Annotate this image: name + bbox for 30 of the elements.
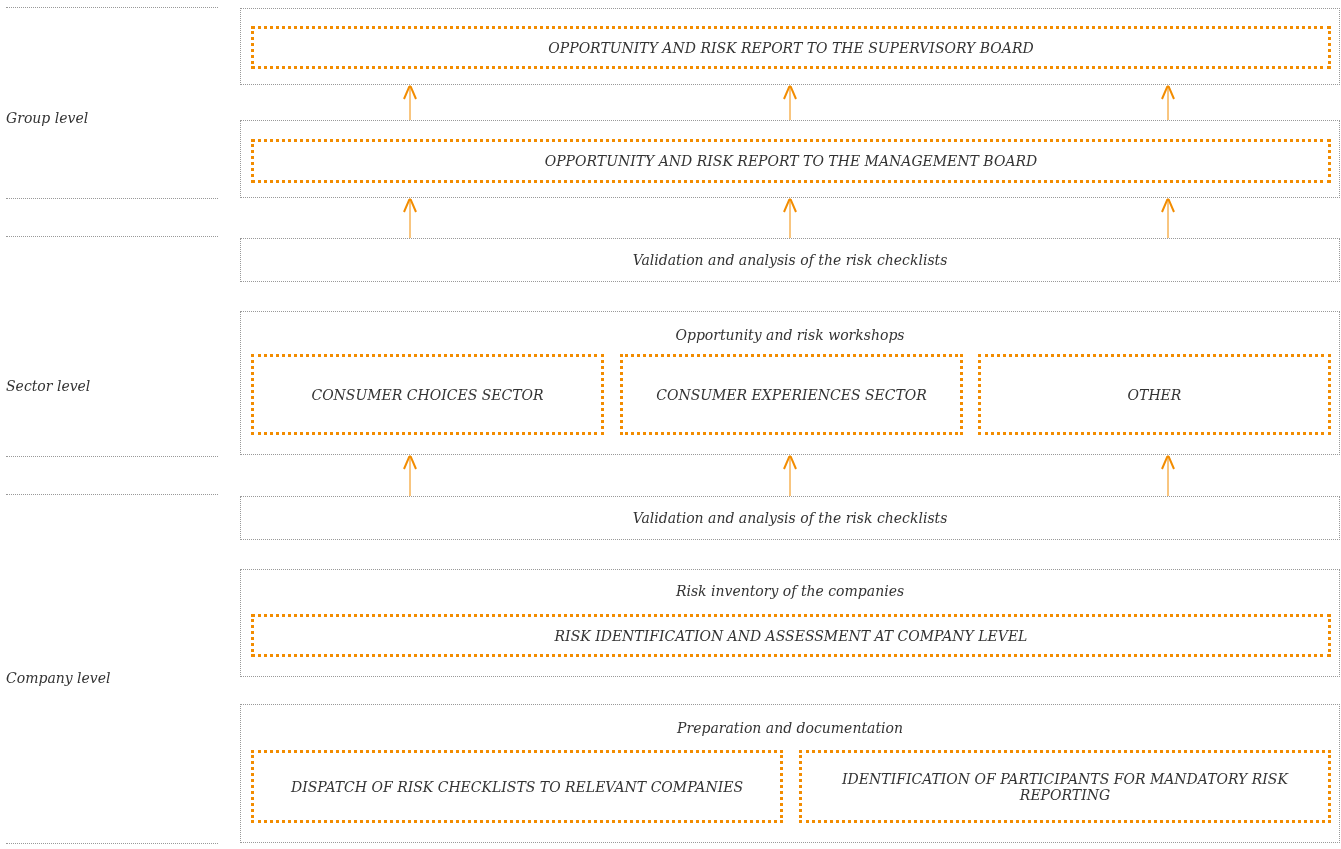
level-label: Sector level <box>6 378 91 394</box>
step-box: Validation and analysis of the risk checklists <box>240 496 1340 540</box>
process-box: IDENTIFICATION OF PARTICIPANTS FOR MANDATORY RISK REPORTING <box>799 750 1331 823</box>
arrow <box>403 197 417 239</box>
group-title: Risk inventory of the companies <box>674 583 906 599</box>
level-label: Group level <box>6 110 89 126</box>
level-label: Company level <box>6 670 111 686</box>
arrow <box>1161 454 1175 497</box>
arrow <box>1161 84 1175 121</box>
arrow <box>783 454 797 497</box>
process-box: RISK IDENTIFICATION AND ASSESSMENT AT COMPANY LEVEL <box>251 614 1331 657</box>
arrow <box>1161 197 1175 239</box>
arrow <box>783 84 797 121</box>
process-box: CONSUMER EXPERIENCES SECTOR <box>620 354 963 435</box>
group-panel <box>240 8 1340 85</box>
process-box: OPPORTUNITY AND RISK REPORT TO THE SUPERVISORY BOARD <box>251 26 1331 69</box>
process-box: CONSUMER CHOICES SECTOR <box>251 354 604 435</box>
arrow <box>403 454 417 497</box>
process-box: OTHER <box>978 354 1331 435</box>
step-box: Validation and analysis of the risk checklists <box>240 238 1340 282</box>
group-title: Preparation and documentation <box>676 720 904 736</box>
arrow <box>783 197 797 239</box>
group-panel <box>240 311 1340 455</box>
group-panel <box>240 704 1340 843</box>
group-panel <box>240 569 1340 677</box>
arrow <box>403 84 417 121</box>
process-box: DISPATCH OF RISK CHECKLISTS TO RELEVANT COMPANIES <box>251 750 783 823</box>
group-panel <box>240 120 1340 198</box>
group-title: Opportunity and risk workshops <box>674 327 906 343</box>
process-box: OPPORTUNITY AND RISK REPORT TO THE MANAGEMENT BOARD <box>251 139 1331 183</box>
